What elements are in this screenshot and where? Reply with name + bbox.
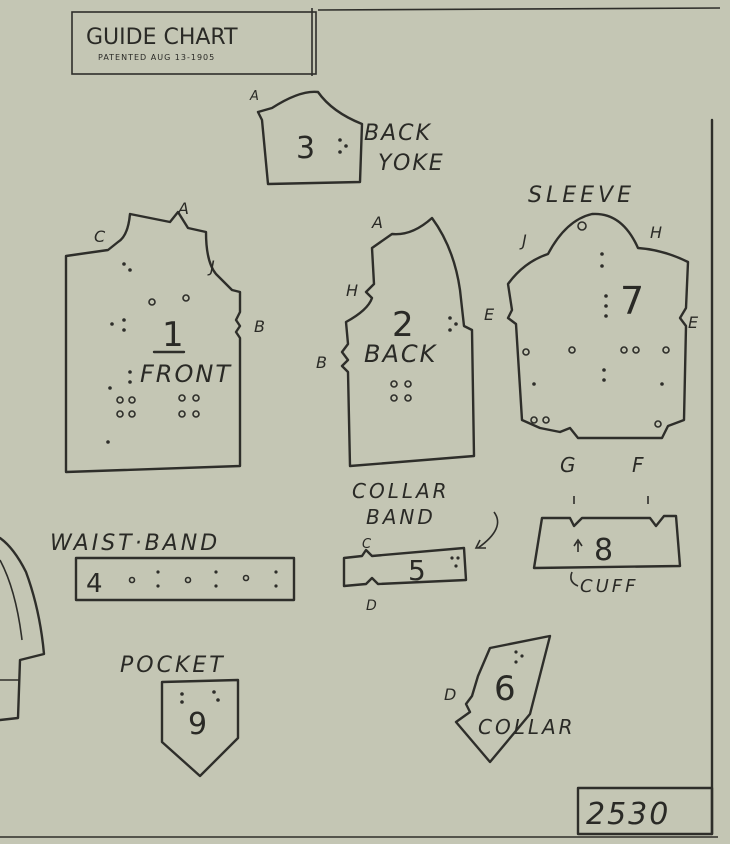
piece-name: BACK — [364, 340, 438, 368]
notch-label: G — [560, 453, 576, 477]
piece-name: COLLAR — [478, 715, 576, 739]
notch-label: F — [632, 453, 644, 477]
notch-label: A — [177, 199, 189, 218]
figure-illustration-edge — [0, 536, 46, 722]
notch-label: A — [249, 89, 259, 104]
piece-name: FRONT — [140, 360, 232, 388]
notch-label: D — [366, 598, 377, 614]
piece-number-9: 9 — [188, 707, 207, 742]
piece-collar-band: COLLAR BAND C D 5 — [342, 479, 499, 614]
piece-name: YOKE — [378, 151, 445, 176]
piece-number-3: 3 — [296, 131, 315, 166]
piece-back: A H B 2 BACK — [316, 213, 476, 468]
notch-label: H — [650, 223, 662, 242]
chart-title: GUIDE CHART — [86, 25, 238, 50]
piece-number-7: 7 — [620, 279, 644, 323]
piece-name: CUFF — [580, 576, 638, 597]
patent-text: PATENTED AUG 13-1905 — [98, 53, 215, 62]
piece-number-4: 4 — [86, 569, 103, 599]
notch-label: B — [316, 353, 327, 372]
piece-front: C A J B 1 FRONT — [64, 199, 265, 474]
piece-back-yoke: A 3 BACK YOKE — [249, 89, 445, 186]
piece-name: COLLAR — [352, 479, 450, 503]
piece-name: WAIST·BAND — [50, 531, 220, 556]
piece-number-2: 2 — [392, 305, 414, 345]
piece-name: POCKET — [120, 653, 226, 678]
top-border — [317, 7, 721, 11]
notch-label: D — [444, 685, 456, 704]
header-box: GUIDE CHART PATENTED AUG 13-1905 — [71, 8, 317, 76]
piece-number-1: 1 — [162, 315, 184, 355]
piece-number-6: 6 — [494, 669, 516, 709]
piece-pocket: POCKET 9 — [120, 653, 240, 778]
notch-label: H — [346, 281, 358, 300]
pattern-number-box: 2530 — [576, 786, 714, 836]
piece-sleeve: SLEEVE J H E E 7 G F — [484, 183, 699, 504]
notch-label: C — [362, 537, 372, 552]
sleeve-title: SLEEVE — [528, 183, 635, 208]
piece-number-5: 5 — [408, 554, 426, 587]
notch-label: J — [207, 257, 215, 276]
piece-waist-band: WAIST·BAND 4 — [50, 531, 296, 602]
piece-name: BAND — [366, 505, 436, 529]
notch-label: A — [371, 213, 383, 232]
notch-label: E — [484, 305, 495, 324]
piece-number-8: 8 — [594, 533, 613, 568]
notch-label: C — [94, 227, 106, 246]
notch-label: J — [519, 231, 527, 250]
piece-collar: D 6 COLLAR — [444, 634, 576, 764]
piece-name: BACK — [364, 121, 432, 146]
piece-cuff: 8 CUFF — [532, 514, 682, 597]
notch-label: B — [254, 317, 265, 336]
pattern-number: 2530 — [586, 797, 670, 832]
notch-label: E — [688, 313, 699, 332]
